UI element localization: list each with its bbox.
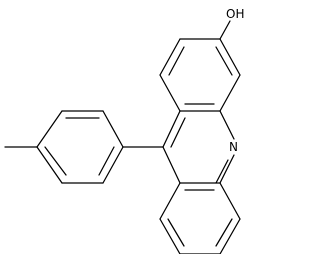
lower-ring xyxy=(159,182,241,254)
double-bond-inner xyxy=(167,218,185,247)
bond xyxy=(102,146,124,184)
nitrogen-label: N xyxy=(229,140,238,154)
bond xyxy=(219,74,241,112)
bond xyxy=(162,146,181,184)
bond xyxy=(162,110,181,148)
bond xyxy=(219,154,235,184)
double-bond-inner xyxy=(44,146,67,176)
bond xyxy=(219,218,241,254)
bond xyxy=(159,182,181,220)
upper-ring xyxy=(159,38,241,112)
bond xyxy=(102,110,124,148)
bond xyxy=(159,74,181,112)
bond xyxy=(36,110,63,148)
bond xyxy=(159,38,181,76)
bond-hydroxyl xyxy=(219,20,231,40)
double-bond-inner xyxy=(215,46,233,76)
tolyl-ring xyxy=(36,110,124,184)
double-bond-inner xyxy=(170,117,186,148)
chemical-structure-diagram: OH N xyxy=(4,7,244,254)
double-bond-inner xyxy=(215,159,229,184)
double-bond-inner xyxy=(168,46,185,76)
hydroxyl-label: OH xyxy=(226,7,244,21)
central-ring xyxy=(162,110,235,184)
double-bond-inner xyxy=(98,146,115,176)
bond xyxy=(219,182,241,220)
bond xyxy=(159,218,181,254)
bond xyxy=(219,38,241,76)
bond xyxy=(219,110,235,140)
double-bond-inner xyxy=(215,218,233,247)
bond xyxy=(36,146,63,184)
